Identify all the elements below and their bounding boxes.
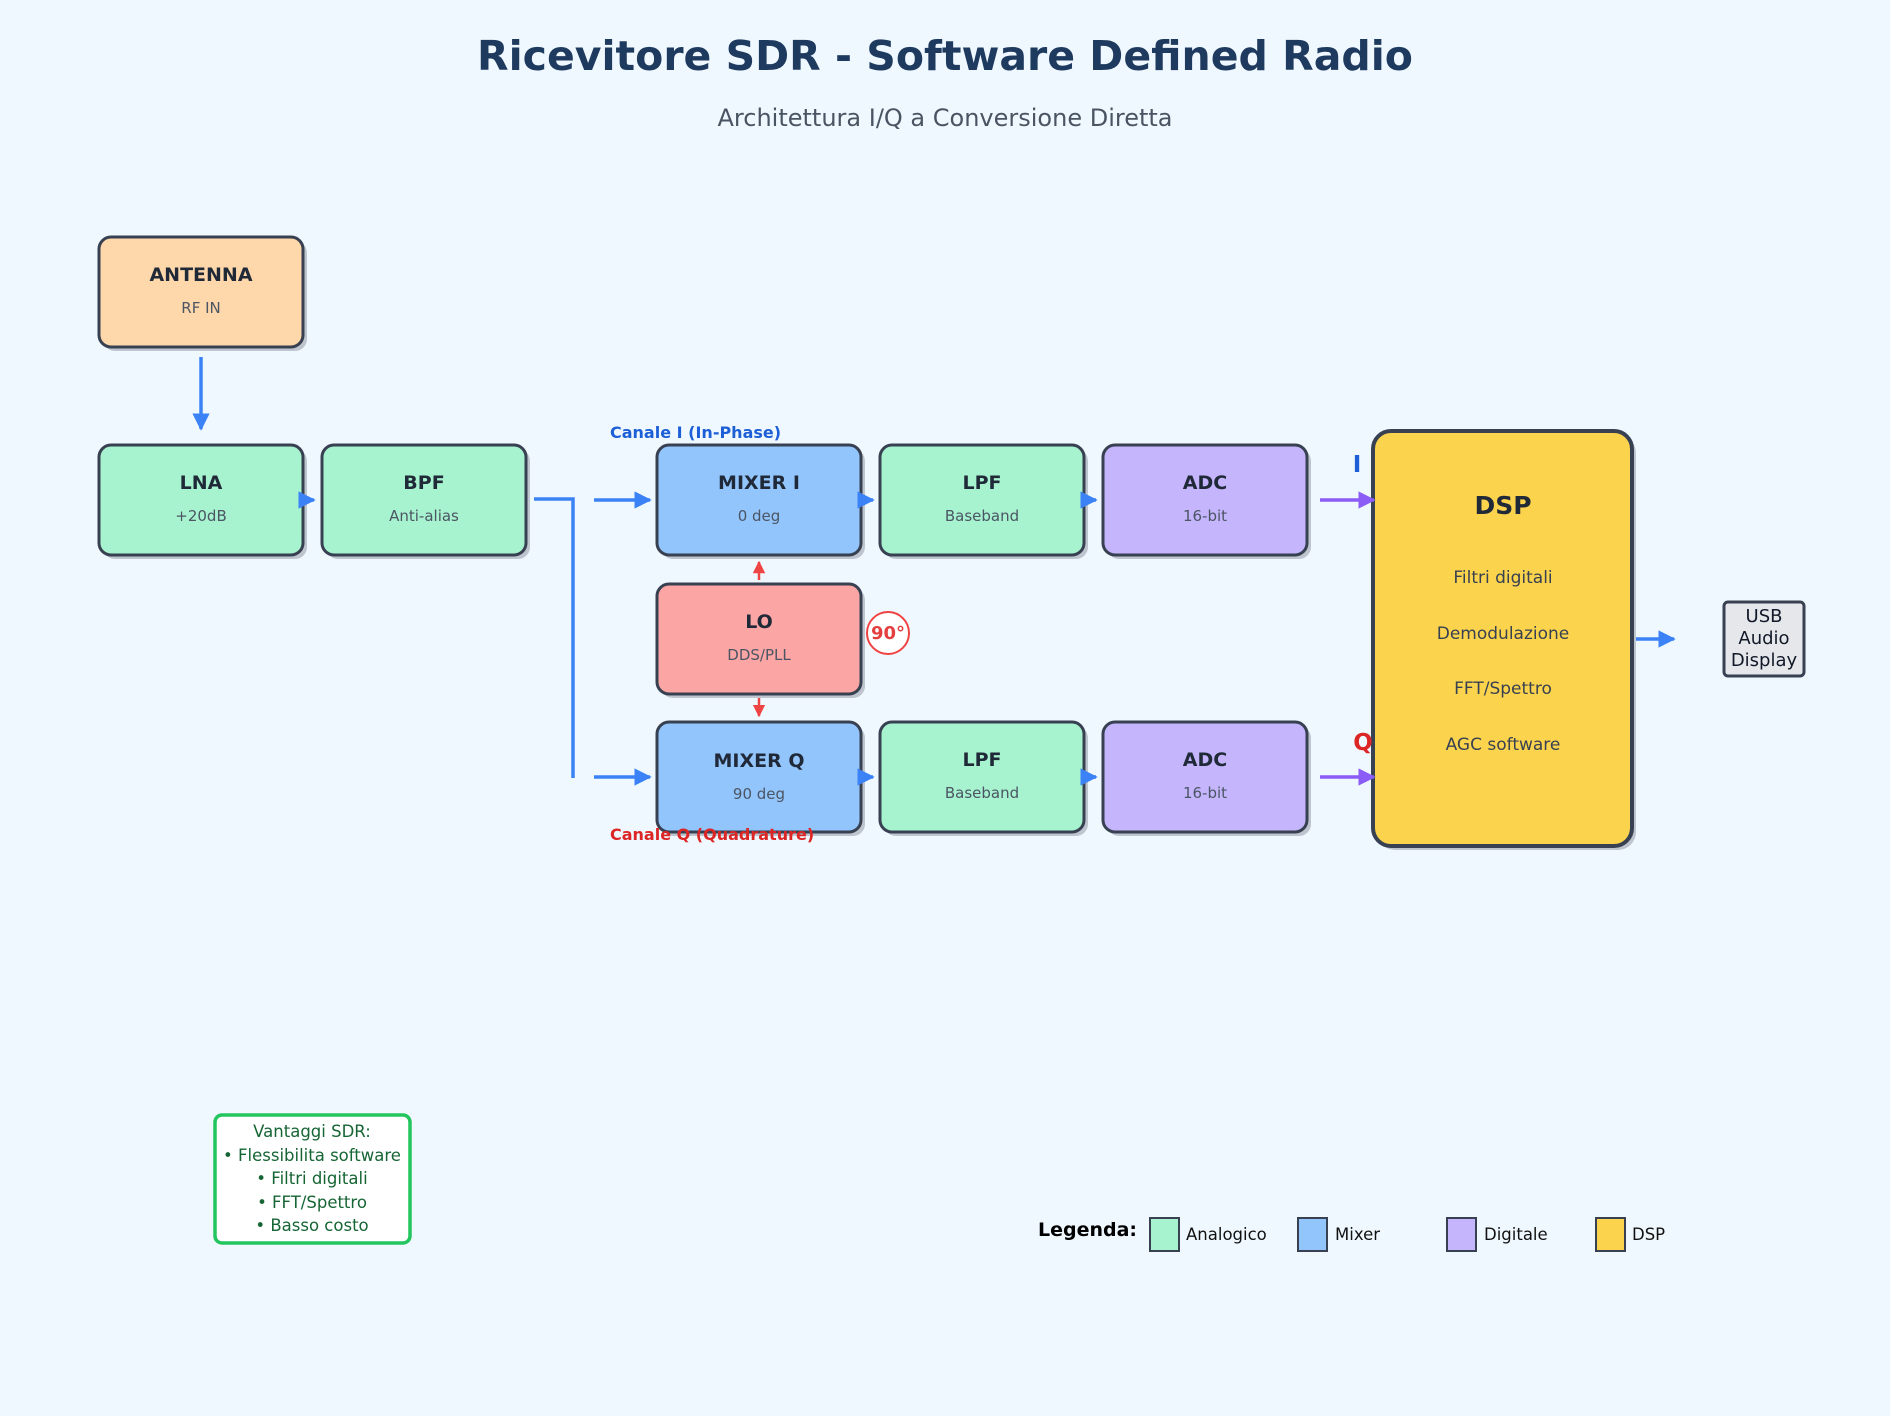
lpf-i-label: LPF: [962, 472, 1001, 494]
adc-i-label: ADC: [1183, 472, 1227, 494]
lna-label: LNA: [180, 472, 223, 494]
adc-i-block: ADC 16-bit: [1101, 443, 1311, 559]
advantages-title: Vantaggi SDR:: [253, 1122, 371, 1141]
phase-shift-label: 90°: [871, 623, 905, 644]
advantages-item-cost: • Basso costo: [255, 1216, 368, 1235]
antenna-sublabel: RF IN: [181, 299, 220, 317]
output-line-audio: Audio: [1738, 628, 1789, 649]
adc-i-sublabel: 16-bit: [1183, 507, 1227, 525]
channel-q-label: Canale Q (Quadrature): [610, 825, 814, 844]
output-box: USB Audio Display: [1722, 600, 1806, 678]
legend-label-analog: Analogico: [1186, 1225, 1267, 1244]
dsp-block: DSP Filtri digitali Demodulazione FFT/Sp…: [1371, 429, 1636, 850]
dsp-title: DSP: [1474, 491, 1531, 520]
lo-sublabel: DDS/PLL: [727, 646, 791, 664]
legend-label-digital: Digitale: [1484, 1225, 1548, 1244]
lpf-q-block: LPF Baseband: [878, 720, 1088, 836]
adc-q-sublabel: 16-bit: [1183, 784, 1227, 802]
advantages-item-fft: • FFT/Spettro: [257, 1193, 367, 1212]
channel-q-marker: Q: [1353, 730, 1373, 756]
adc-q-block: ADC 16-bit: [1101, 720, 1311, 836]
lna-sublabel: +20dB: [175, 507, 226, 525]
lo-label: LO: [745, 611, 773, 633]
dsp-item-filters: Filtri digitali: [1453, 568, 1552, 588]
bpf-block: BPF Anti-alias: [320, 443, 530, 559]
bpf-label: BPF: [403, 472, 444, 494]
dsp-item-agc: AGC software: [1446, 735, 1561, 755]
output-line-usb: USB: [1746, 606, 1783, 627]
lo-block: LO DDS/PLL: [655, 582, 865, 698]
mixer-i-block: MIXER I 0 deg: [655, 443, 865, 559]
legend-swatch-digital: [1446, 1217, 1477, 1252]
legend-label-dsp: DSP: [1632, 1225, 1665, 1244]
advantages-box: Vantaggi SDR: • Flessibilita software • …: [213, 1113, 412, 1245]
lpf-i-block: LPF Baseband: [878, 443, 1088, 559]
diagram-subtitle: Architettura I/Q a Conversione Diretta: [718, 104, 1173, 132]
mixer-q-sublabel: 90 deg: [733, 785, 785, 803]
dsp-item-demodulation: Demodulazione: [1437, 624, 1570, 644]
antenna-block: ANTENNA RF IN: [97, 235, 307, 351]
legend-swatch-analog: [1149, 1217, 1180, 1252]
dsp-item-fft: FFT/Spettro: [1454, 679, 1552, 699]
legend-swatch-mixer: [1297, 1217, 1328, 1252]
mixer-q-block: MIXER Q 90 deg: [655, 720, 865, 836]
lpf-i-sublabel: Baseband: [945, 507, 1019, 525]
output-line-display: Display: [1731, 650, 1798, 671]
legend-label-mixer: Mixer: [1335, 1225, 1380, 1244]
mixer-i-label: MIXER I: [718, 472, 800, 494]
mixer-q-label: MIXER Q: [713, 750, 804, 772]
lna-block: LNA +20dB: [97, 443, 307, 559]
advantages-item-flexibility: • Flessibilita software: [223, 1146, 401, 1165]
legend-swatch-dsp: [1595, 1217, 1626, 1252]
diagram-title: Ricevitore SDR - Software Defined Radio: [477, 32, 1413, 80]
lpf-q-sublabel: Baseband: [945, 784, 1019, 802]
mixer-i-sublabel: 0 deg: [738, 507, 781, 525]
adc-q-label: ADC: [1183, 749, 1227, 771]
legend-title: Legenda:: [1038, 1219, 1137, 1241]
lpf-q-label: LPF: [962, 749, 1001, 771]
splitter-line: [534, 497, 575, 778]
advantages-item-filters: • Filtri digitali: [256, 1169, 367, 1188]
phase-shift-marker: 90°: [866, 611, 910, 655]
bpf-sublabel: Anti-alias: [389, 507, 459, 525]
legend: Legenda: Analogico Mixer Digitale DSP: [1038, 1217, 1665, 1252]
channel-i-label: Canale I (In-Phase): [610, 423, 781, 442]
antenna-label: ANTENNA: [149, 264, 252, 286]
channel-i-marker: I: [1353, 452, 1362, 478]
